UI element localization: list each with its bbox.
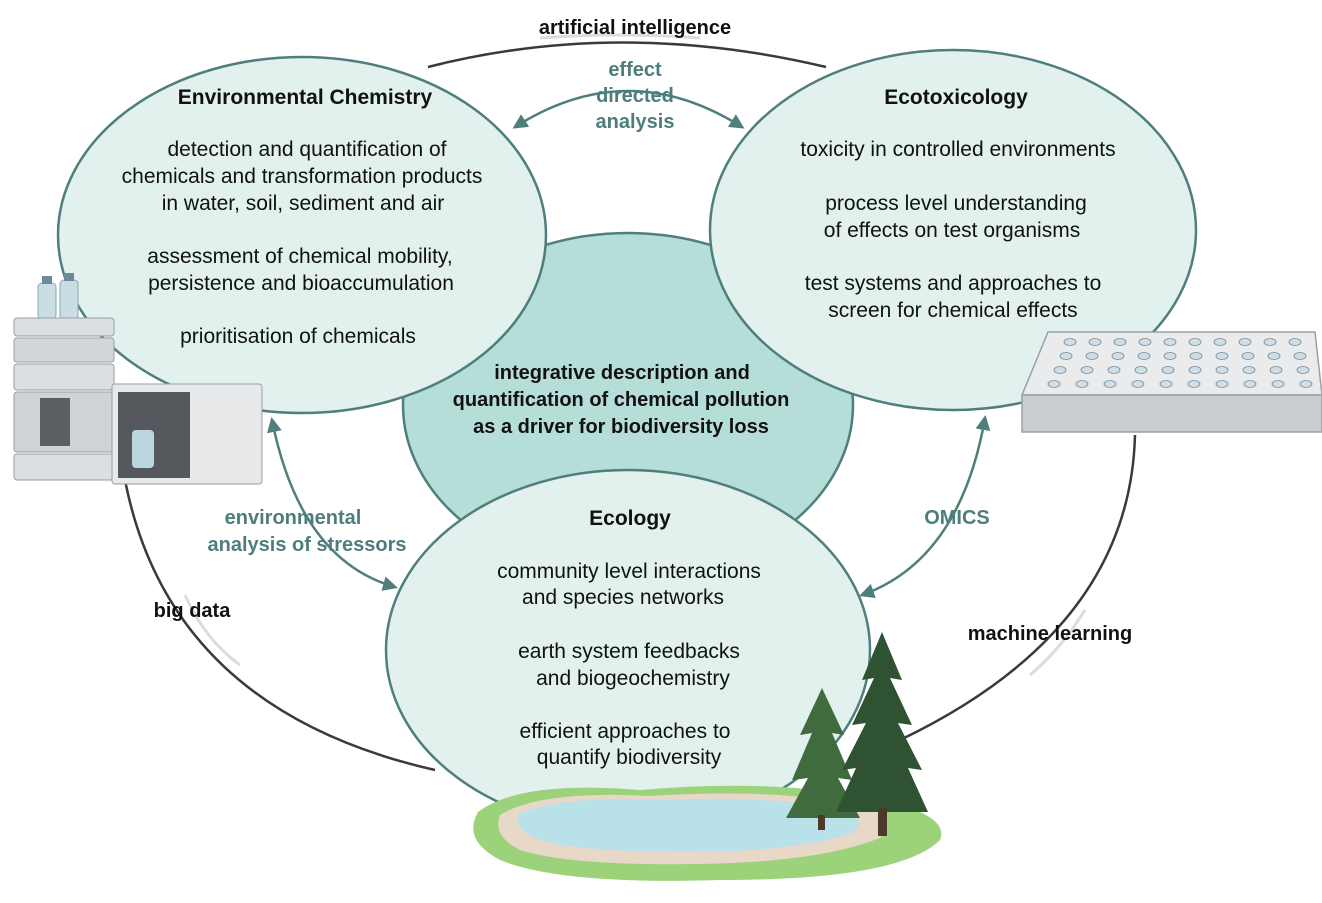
env-chem-title: Environmental Chemistry	[178, 86, 433, 109]
well-plate-icon	[1020, 331, 1322, 433]
ecotox-title: Ecotoxicology	[884, 86, 1028, 109]
env-chem-line-5: persistence and bioaccumulation	[148, 272, 454, 295]
env-chem-line-2: chemicals and transformation products	[122, 165, 483, 188]
omics-label: OMICS	[924, 507, 990, 529]
ecology-line-2: and species networks	[522, 586, 724, 609]
env-chem-line-3: in water, soil, sediment and air	[162, 192, 444, 215]
ecotox-line-5: screen for chemical effects	[828, 299, 1077, 322]
ecology-line-5: efficient approaches to	[520, 720, 731, 743]
eda-label-line-1: effect	[608, 59, 662, 81]
stressors-arrow	[267, 417, 398, 591]
tree-icon	[786, 632, 928, 836]
eda-arrow	[512, 89, 745, 129]
center-line-1: integrative description and	[494, 362, 750, 384]
stressors-label-line-2: analysis of stressors	[208, 534, 407, 556]
ecotox-circle	[708, 48, 1198, 412]
env-chem-line-4: assessment of chemical mobility,	[147, 245, 452, 268]
hplc-instrument-icon	[13, 273, 263, 485]
env-chem-line-6: prioritisation of chemicals	[180, 325, 416, 348]
ecotox-line-1: toxicity in controlled environments	[800, 138, 1115, 161]
ecology-title: Ecology	[589, 507, 671, 530]
ecology-line-1: community level interactions	[497, 560, 761, 583]
ecology-line-3: earth system feedbacks	[518, 640, 740, 663]
ecology-line-4: and biogeochemistry	[536, 667, 730, 690]
ring-label-right: machine learning	[968, 623, 1133, 645]
eda-label-line-2: directed	[596, 85, 674, 107]
center-line-3: as a driver for biodiversity loss	[473, 416, 769, 438]
env-chem-circle	[56, 55, 548, 415]
ring-label-top: artificial intelligence	[539, 17, 731, 39]
ring-label-left: big data	[154, 600, 232, 622]
ecotox-line-4: test systems and approaches to	[805, 272, 1102, 295]
ecology-line-6: quantify biodiversity	[537, 746, 722, 769]
outer-ring	[123, 33, 1137, 772]
omics-arrow	[859, 415, 991, 599]
ecotox-line-2: process level understanding	[825, 192, 1087, 215]
ecotox-line-3: of effects on test organisms	[824, 219, 1080, 242]
env-chem-line-1: detection and quantification of	[167, 138, 446, 161]
eda-label-line-3: analysis	[596, 111, 675, 133]
stressors-label-line-1: environmental	[225, 507, 362, 529]
center-line-2: quantification of chemical pollution	[453, 389, 790, 411]
